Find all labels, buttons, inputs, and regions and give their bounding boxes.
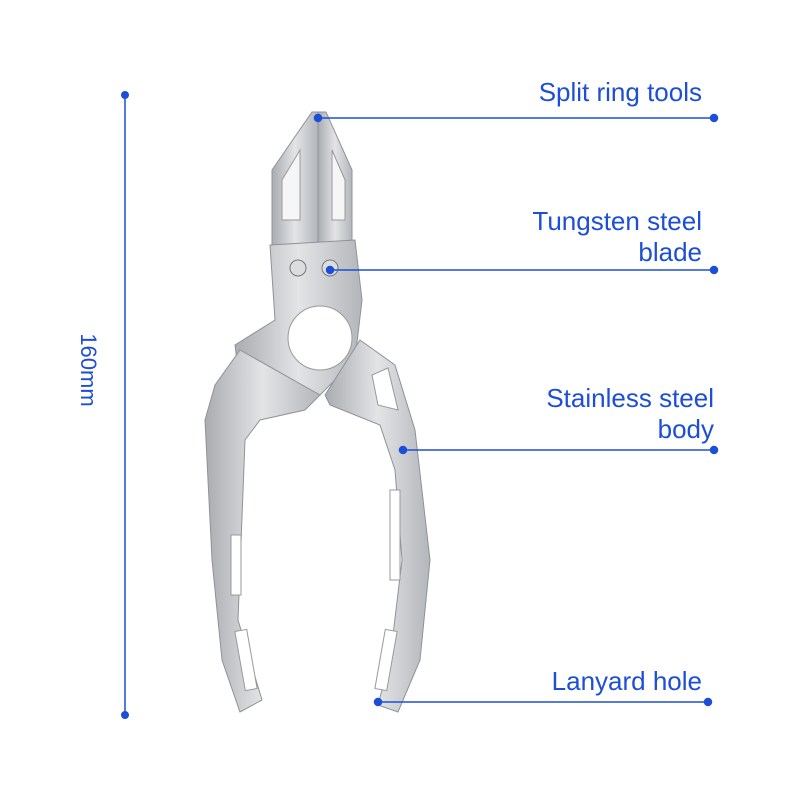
length-dimension-label: 160mm bbox=[76, 333, 101, 407]
callout-text: Split ring tools bbox=[538, 77, 702, 107]
callout-split-ring-tools: Split ring tools bbox=[539, 77, 702, 108]
callout-text: blade bbox=[638, 237, 702, 267]
callout-text: Stainless steel bbox=[546, 383, 714, 413]
callout-text: body bbox=[657, 414, 714, 444]
handle-left bbox=[204, 349, 321, 713]
dimension-line bbox=[121, 91, 129, 719]
leader-blade bbox=[325, 265, 719, 275]
screw-icon bbox=[289, 259, 307, 277]
leader-split-ring bbox=[313, 113, 719, 123]
callout-lanyard-hole: Lanyard hole bbox=[552, 666, 702, 697]
callout-text: Tungsten steel bbox=[532, 206, 702, 236]
pivot-hole bbox=[287, 305, 353, 371]
callout-tungsten-blade: Tungsten steel blade bbox=[532, 206, 702, 268]
callout-stainless-body: Stainless steel body bbox=[546, 383, 714, 445]
callout-text: Lanyard hole bbox=[551, 666, 702, 696]
leader-body bbox=[398, 445, 719, 455]
leader-lanyard bbox=[373, 697, 713, 707]
